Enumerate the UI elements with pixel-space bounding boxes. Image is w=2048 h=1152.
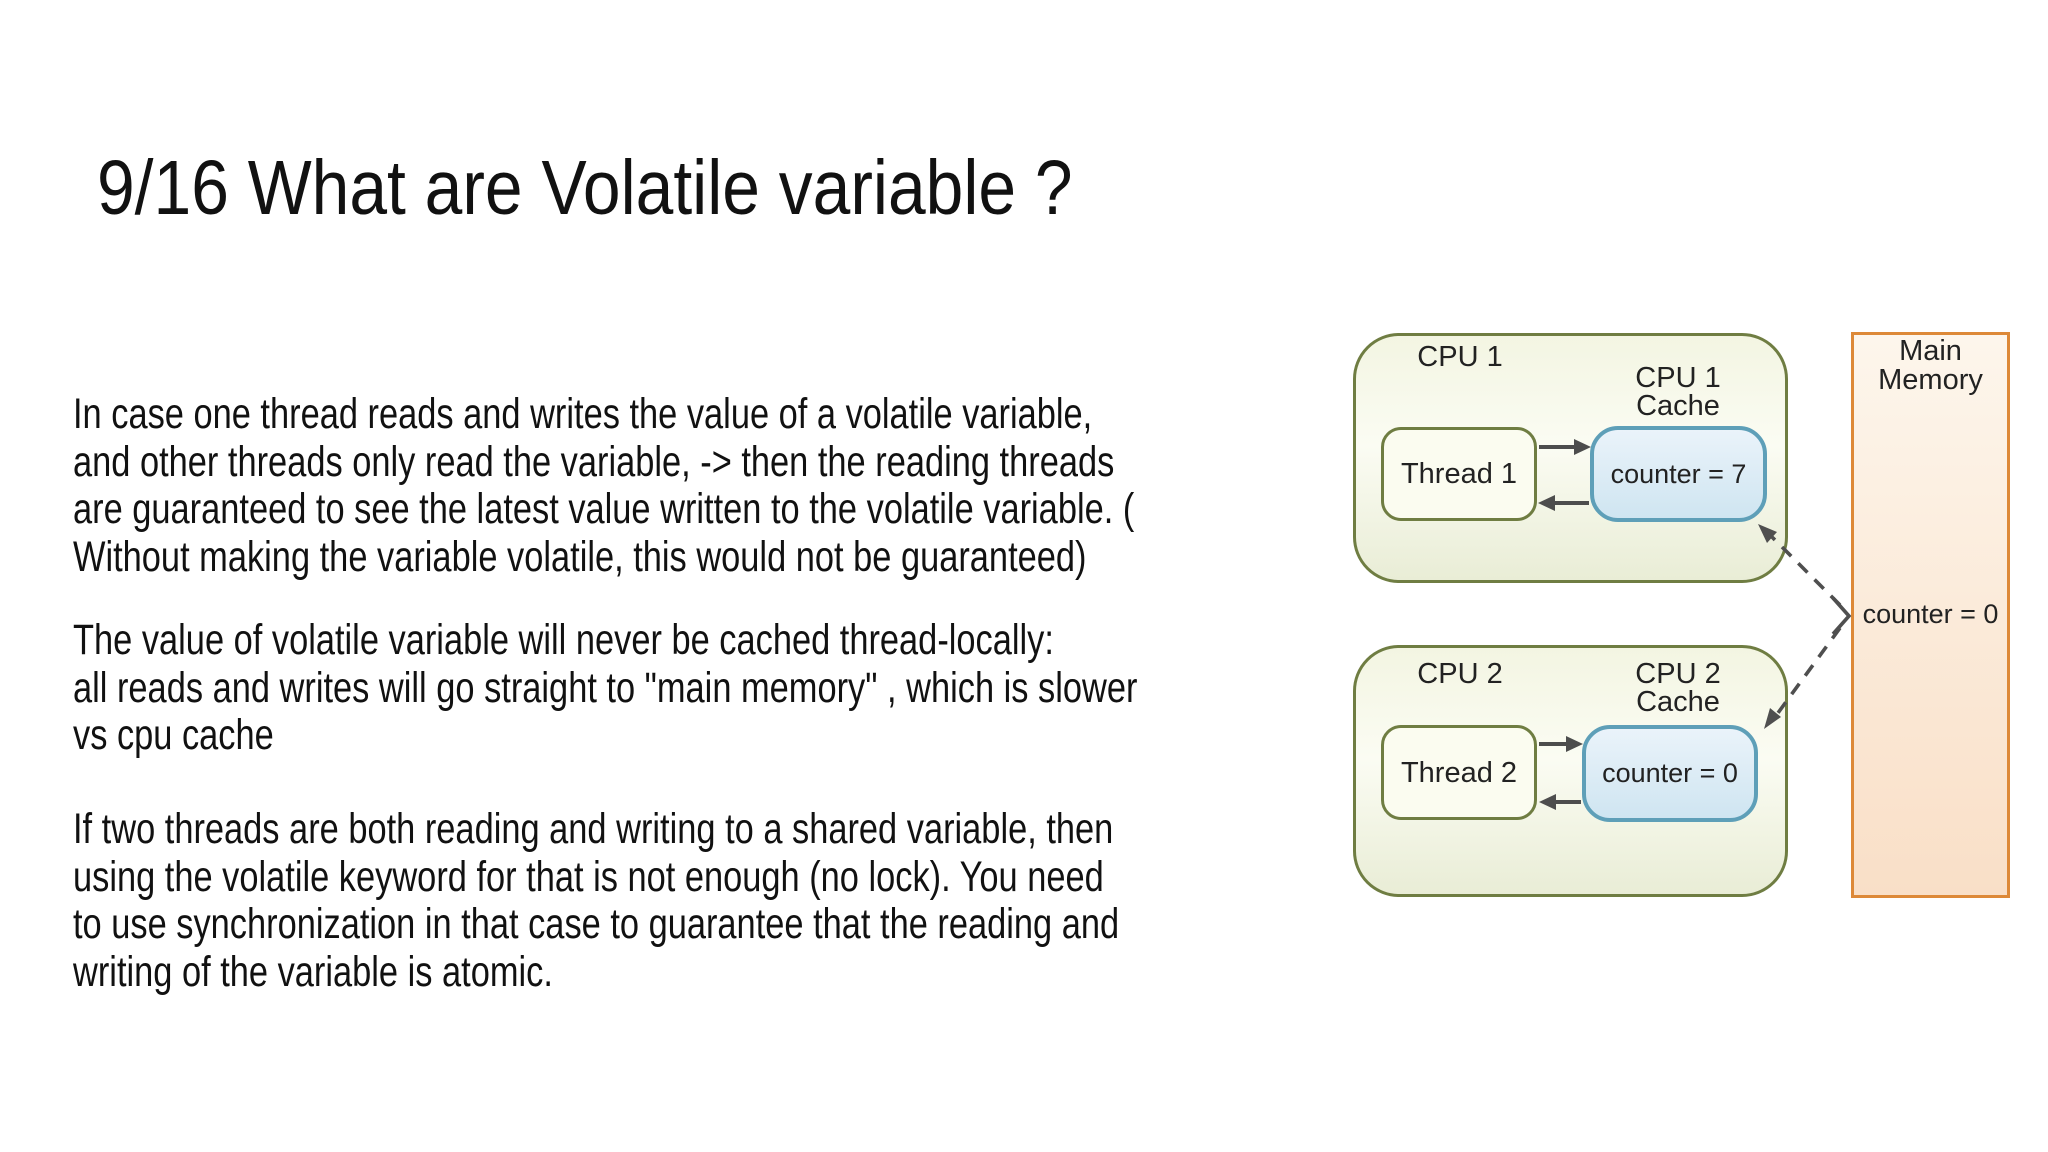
- cpu2-label: CPU 2: [1417, 658, 1503, 690]
- paragraph-line: and other threads only read the variable…: [73, 437, 1115, 486]
- paragraph-line: In case one thread reads and writes the …: [73, 390, 1093, 438]
- paragraph-line: Without making the variable volatile, th…: [73, 532, 1087, 581]
- cpu1-cache-counter: counter = 7: [1610, 458, 1747, 489]
- cpu1-cache-label-line1: CPU 1: [1635, 362, 1721, 394]
- paragraph-line: If two threads are both reading and writ…: [73, 805, 1114, 853]
- paragraph-line: vs cpu cache: [73, 711, 274, 759]
- page-title-text: 9/16 What are Volatile variable ?: [97, 145, 1073, 231]
- paragraph-line: to use synchronization in that case to g…: [73, 900, 1120, 948]
- cpu1-cache-box: counter = 7: [1590, 426, 1767, 522]
- main-memory-label-line2: Memory: [1878, 364, 1983, 396]
- main-memory-label-line1: Main: [1899, 335, 1962, 367]
- memory-edge-chevron: [1831, 596, 1852, 636]
- thread1-label: Thread 1: [1400, 458, 1518, 490]
- page-title: 9/16 What are Volatile variable ?: [97, 146, 1206, 230]
- cpu2-cache-label-line1: CPU 2: [1635, 658, 1721, 690]
- main-memory-box: [1851, 332, 2010, 898]
- paragraph-line: using the volatile keyword for that is n…: [73, 852, 1104, 901]
- cpu2-cache-label-line2: Cache: [1636, 686, 1720, 718]
- paragraph-synchronization: If two threads are both reading and writ…: [73, 805, 1381, 996]
- main-memory-label: Main Memory: [1851, 337, 2010, 395]
- paragraph-line: are guaranteed to see the latest value w…: [73, 485, 1135, 533]
- paragraph-line: all reads and writes will go straight to…: [73, 663, 1138, 712]
- cpu2-cache-box: counter = 0: [1582, 725, 1758, 822]
- cpu2-cache-counter: counter = 0: [1602, 758, 1738, 788]
- thread2-label: Thread 2: [1400, 756, 1518, 789]
- thread1-box: Thread 1: [1381, 427, 1537, 521]
- paragraph-never-cached: The value of volatile variable will neve…: [73, 616, 1404, 760]
- cpu1-label: CPU 1: [1417, 341, 1503, 373]
- thread2-box: Thread 2: [1381, 725, 1537, 820]
- cpu1-cache-label: CPU 1 Cache: [1593, 362, 1763, 422]
- cpu1-cache-label-line2: Cache: [1636, 390, 1720, 422]
- main-memory-counter: counter = 0: [1862, 599, 1999, 629]
- paragraph-volatile-reads: In case one thread reads and writes the …: [73, 390, 1400, 581]
- paragraph-line: writing of the variable is atomic.: [73, 947, 553, 996]
- paragraph-line: The value of volatile variable will neve…: [73, 616, 1054, 664]
- cpu2-cache-label: CPU 2 Cache: [1593, 658, 1763, 718]
